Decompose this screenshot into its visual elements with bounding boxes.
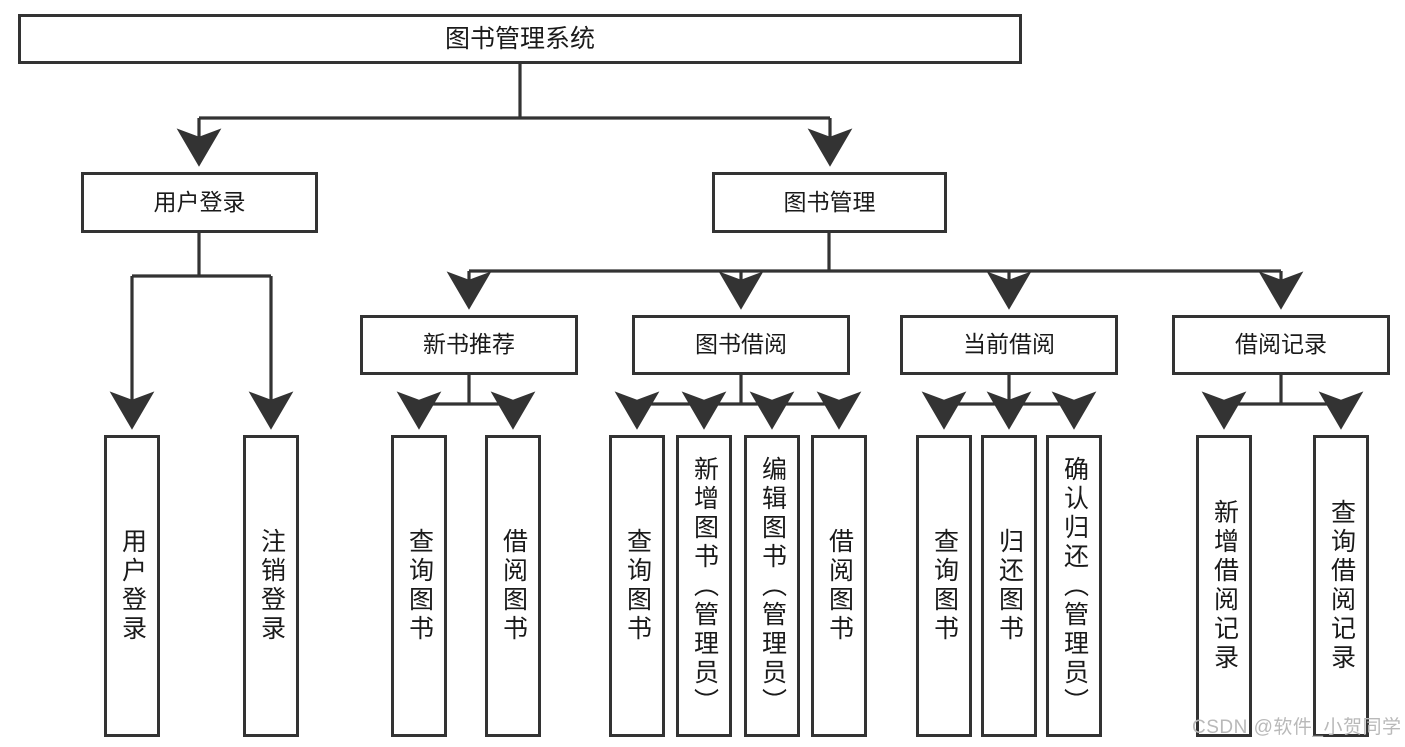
node-leaf-return-book[interactable]: 归还图书 (981, 435, 1037, 737)
node-label: 借阅图书 (825, 528, 854, 644)
node-new-book-recommend[interactable]: 新书推荐 (360, 315, 578, 375)
node-book-management[interactable]: 图书管理 (712, 172, 947, 233)
node-label: 图书管理系统 (444, 25, 595, 53)
node-leaf-user-login[interactable]: 用户登录 (104, 435, 160, 737)
node-label: 注销登录 (257, 528, 286, 644)
node-root-system[interactable]: 图书管理系统 (18, 14, 1022, 64)
node-label: 当前借阅 (963, 331, 1055, 358)
node-label: 查询图书 (623, 528, 652, 644)
node-label: 新增借阅记录 (1210, 499, 1239, 673)
node-label: 编辑图书（管理员） (758, 455, 787, 717)
csdn-watermark: CSDN @软件_小贺同学 (1192, 717, 1402, 738)
node-label: 新增图书（管理员） (690, 455, 719, 717)
node-label: 查询图书 (930, 528, 959, 644)
node-leaf-query-book-2[interactable]: 查询图书 (609, 435, 665, 737)
node-leaf-query-record[interactable]: 查询借阅记录 (1313, 435, 1369, 737)
node-current-borrow[interactable]: 当前借阅 (900, 315, 1118, 375)
node-label: 归还图书 (995, 528, 1024, 644)
node-label: 确认归还（管理员） (1060, 455, 1089, 717)
node-label: 借阅图书 (499, 528, 528, 644)
node-label: 查询图书 (405, 528, 434, 644)
node-label: 用户登录 (153, 188, 246, 215)
node-borrow-record[interactable]: 借阅记录 (1172, 315, 1390, 375)
node-leaf-borrow-book-2[interactable]: 借阅图书 (811, 435, 867, 737)
node-leaf-add-book[interactable]: 新增图书（管理员） (676, 435, 732, 737)
node-leaf-query-book-1[interactable]: 查询图书 (391, 435, 447, 737)
node-leaf-borrow-book-1[interactable]: 借阅图书 (485, 435, 541, 737)
node-label: 图书管理 (783, 188, 876, 215)
node-user-login[interactable]: 用户登录 (81, 172, 318, 233)
node-label: 新书推荐 (423, 331, 515, 358)
node-leaf-query-book-3[interactable]: 查询图书 (916, 435, 972, 737)
node-leaf-user-logout[interactable]: 注销登录 (243, 435, 299, 737)
node-leaf-edit-book[interactable]: 编辑图书（管理员） (744, 435, 800, 737)
node-leaf-add-record[interactable]: 新增借阅记录 (1196, 435, 1252, 737)
node-label: 查询借阅记录 (1327, 499, 1356, 673)
node-label: 借阅记录 (1235, 331, 1327, 358)
node-leaf-confirm-return[interactable]: 确认归还（管理员） (1046, 435, 1102, 737)
node-label: 图书借阅 (695, 331, 787, 358)
node-label: 用户登录 (118, 528, 147, 644)
node-book-borrow[interactable]: 图书借阅 (632, 315, 850, 375)
